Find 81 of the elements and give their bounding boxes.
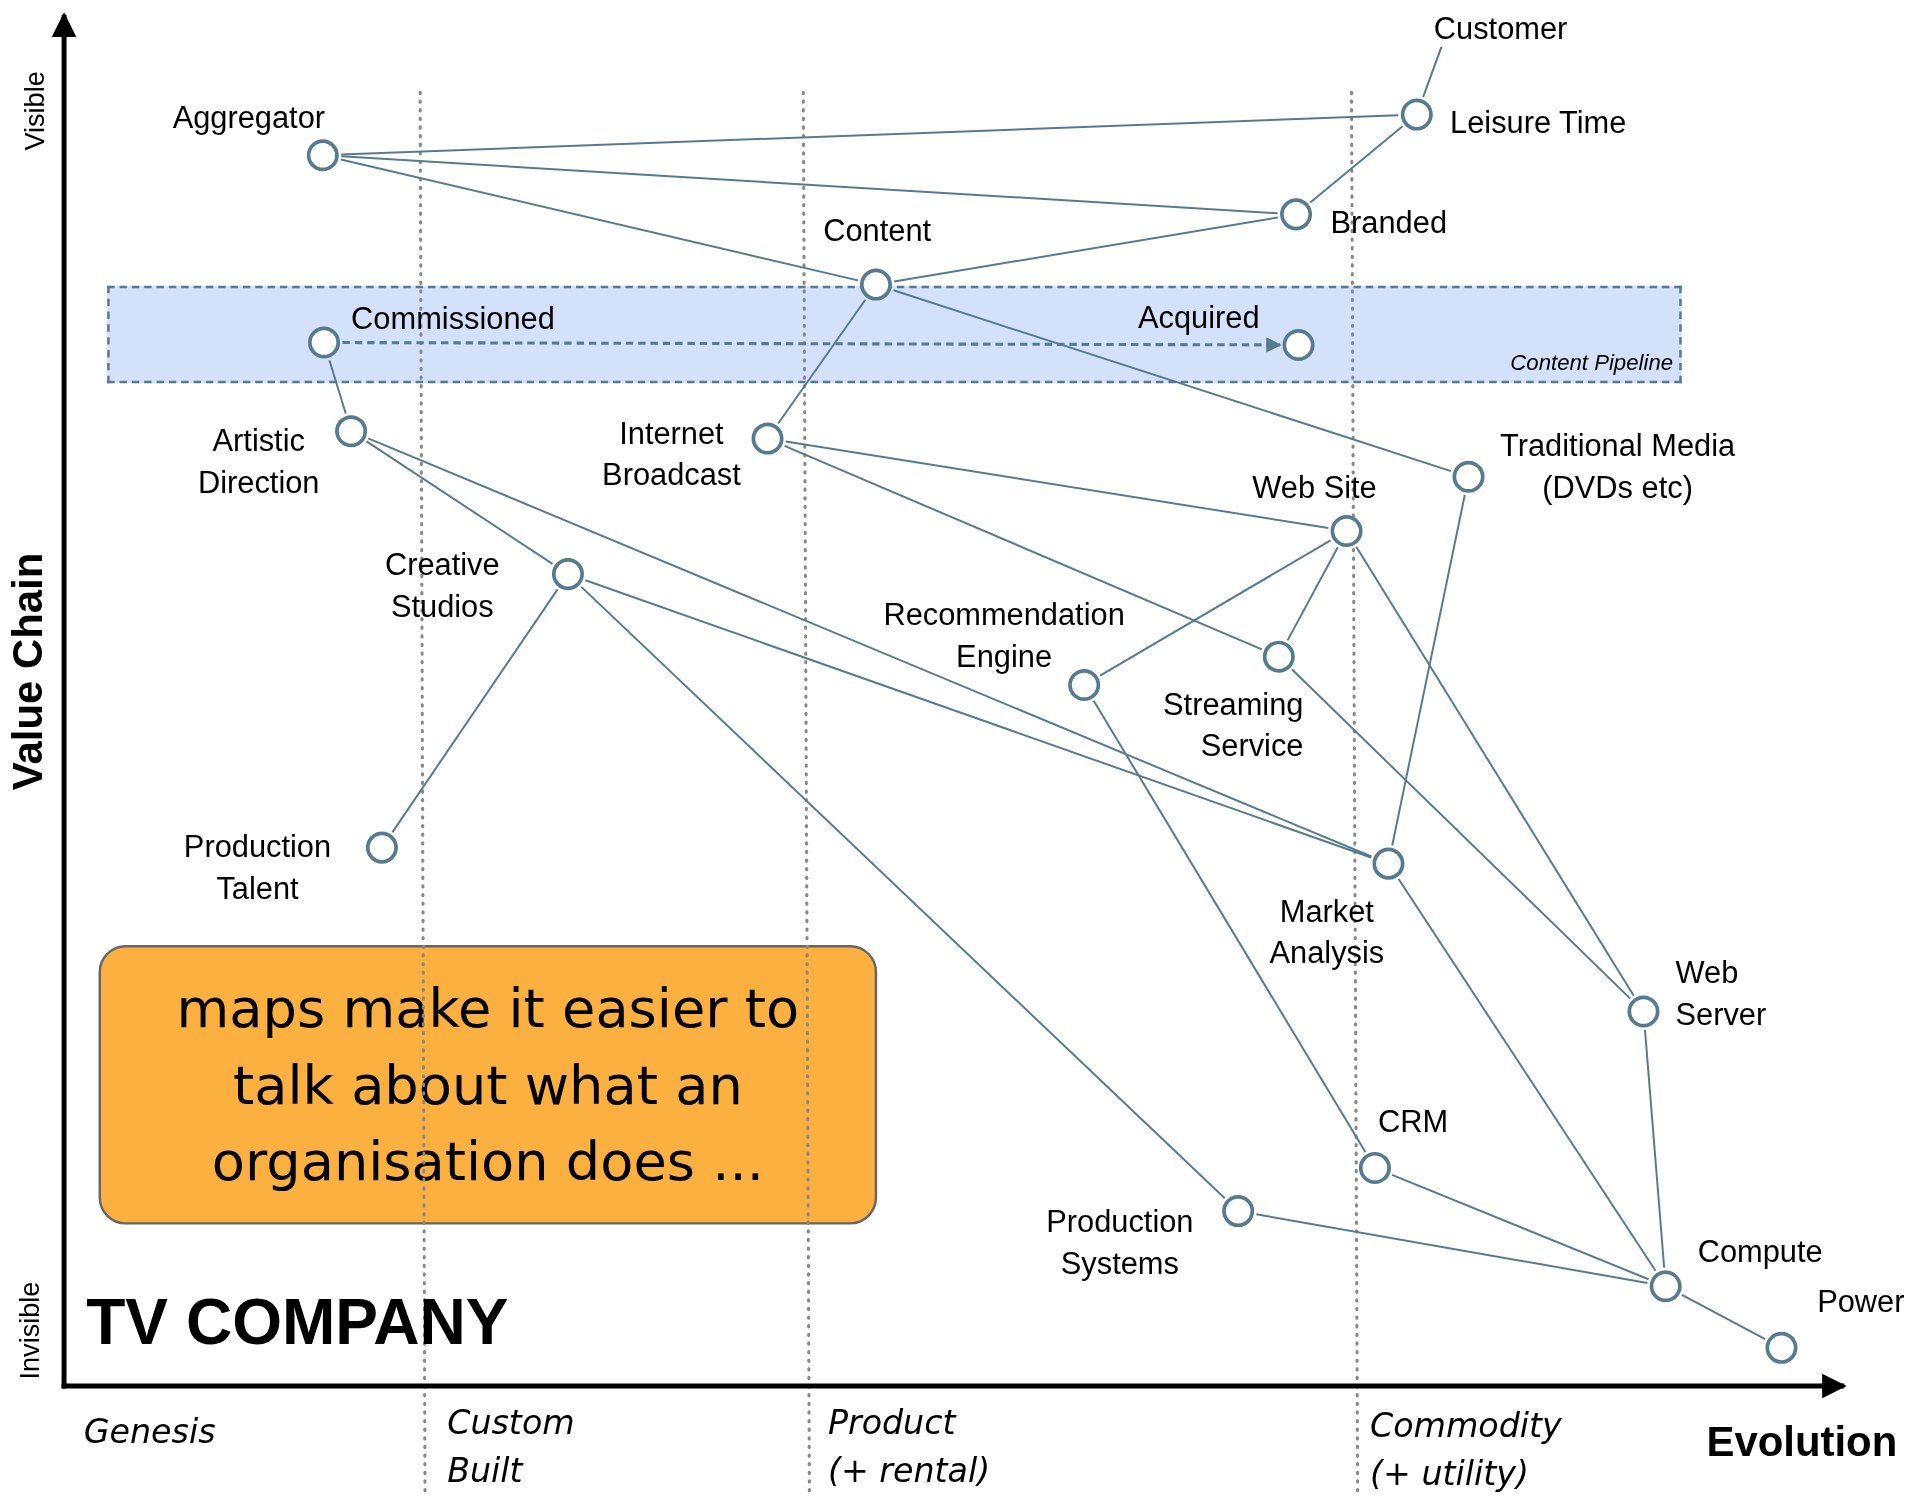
component-label: Production Systems [1045,1202,1195,1283]
component-circle [1221,1194,1254,1227]
connector-line [1286,546,1339,642]
component-circle [750,421,783,454]
component-label: Power [1817,1282,1905,1321]
component-circle [365,831,398,863]
note-box: maps make it easier to talk about what an organisation does ... [98,944,878,1225]
component-circle [1626,994,1659,1027]
dashed-arrow [342,337,1282,353]
component-label: Internet Broadcast [601,414,742,494]
stage-label: Product (+ rental) [827,1402,992,1492]
axis-label: Visible [18,71,51,151]
component-label: Web Site [1252,468,1377,506]
connector-line [340,114,1400,156]
component-label: Branded [1330,203,1447,241]
connector-line [1391,1173,1650,1281]
component-circle [1649,1269,1682,1302]
component-label: Content [823,212,932,250]
component-label: Artistic Direction [196,421,321,501]
component-label: Creative Studios [383,546,501,626]
connector-line [893,216,1279,283]
connector-line [1644,1028,1666,1269]
connector-line [784,440,1330,530]
component-circle [1279,197,1312,230]
axis-title: Evolution [1706,1417,1898,1467]
component-label: Acquired [1137,298,1260,337]
component-circle [551,557,584,590]
connector-line [367,437,1373,858]
connector-line [340,155,1279,215]
connector-line [1291,668,1632,1000]
component-circle [1262,640,1295,673]
component-label: Leisure Time [1450,103,1627,142]
connector-line [1099,539,1332,677]
connector-line [1092,699,1367,1154]
component-circle [859,267,892,300]
band-label: Content Pipeline [1510,348,1674,376]
connector-line [1681,1293,1767,1341]
connector-line [892,289,1452,473]
component-label: Recommendation Engine [882,595,1126,676]
component-circle [1764,1331,1797,1364]
component-label: Aggregator [172,98,326,137]
connector-line [584,579,1373,859]
connector-line [339,158,859,282]
component-circle [1400,97,1433,130]
component-label: Compute [1697,1232,1823,1271]
axis-title: Value Chain [2,552,52,791]
connector-line [580,585,1226,1200]
connector-line [1397,878,1657,1272]
axis-label: Invisible [13,1281,46,1380]
connector-line [365,440,554,565]
component-label: Commissioned [351,299,555,338]
component-circle [1281,328,1314,361]
component-label: Production Talent [182,828,333,908]
stage-label: Custom Built [447,1402,576,1492]
component-label: Market Analysis [1268,892,1386,972]
diagram-title: TV COMPANY [86,1285,509,1360]
component-label: Traditional Media (DVDs etc) [1499,426,1737,507]
connector-line [1422,45,1443,99]
pipeline-band [107,285,1682,384]
connector-line [1355,545,1635,997]
component-circle [307,325,340,358]
component-circle [1329,514,1362,547]
connector-line [783,444,1263,651]
connector-line [1391,493,1466,847]
node-label: Customer [1433,7,1568,50]
component-circle [306,138,339,171]
component-circle [1451,460,1484,493]
connector-line [328,359,347,415]
component-label: CRM [1378,1102,1449,1141]
component-circle [1371,847,1404,880]
stage-label: Commodity (+ utility) [1370,1404,1563,1494]
component-label: Web Server [1675,953,1768,1034]
connector-line [1309,125,1404,204]
connector-line [1255,1213,1649,1284]
component-circle [1067,668,1100,701]
component-label: Streaming Service [1162,685,1304,765]
stage-label: Genesis [83,1410,216,1453]
connector-line [777,298,867,425]
connector-line [391,588,559,834]
component-circle [334,414,367,447]
component-circle [1358,1151,1391,1184]
